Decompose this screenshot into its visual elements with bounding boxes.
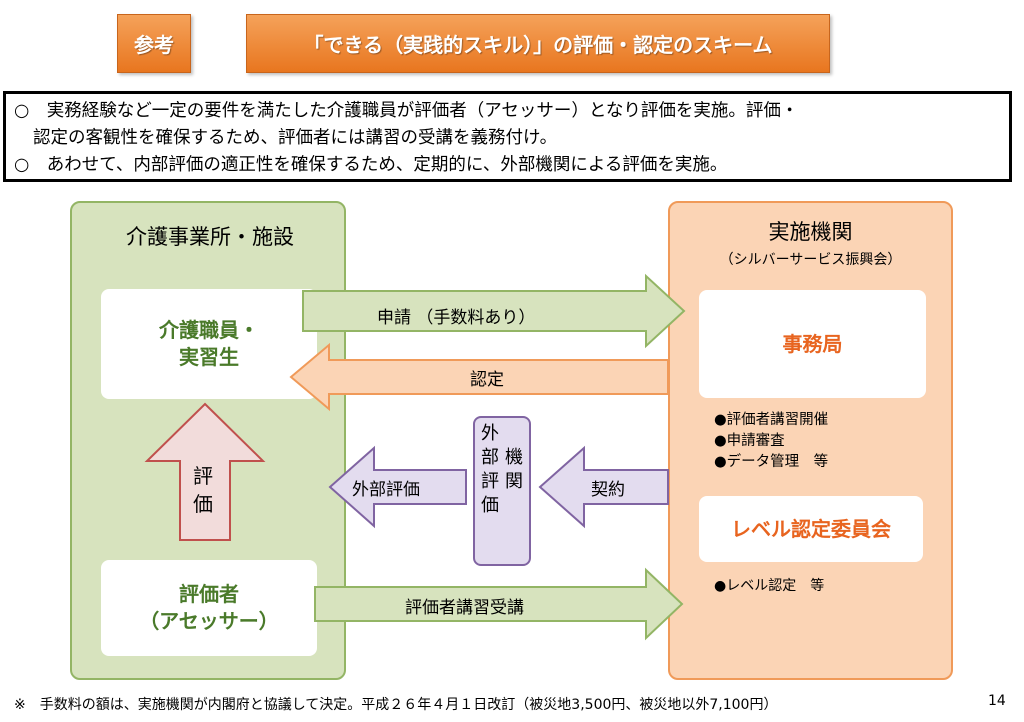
evaluator-label: 評価者 <box>178 582 239 606</box>
implementing-agency-title: 実施機関 <box>768 220 853 244</box>
duty-item: ●申請審査 <box>714 433 785 449</box>
contract-arrow <box>538 445 669 529</box>
vertical-char: 評 <box>193 464 213 488</box>
assessor-label: （アセッサー） <box>139 609 279 633</box>
committee-duties: ●レベル認定 等 <box>714 576 824 597</box>
evaluate-arrow <box>144 402 266 541</box>
care-facility-title: 介護事業所・施設 <box>126 225 294 249</box>
secretariat-box: 事務局 <box>699 290 926 398</box>
vertical-char: 関 <box>505 471 523 492</box>
vertical-char: 価 <box>481 495 499 516</box>
secretariat-duties: ●評価者講習開催 ●申請審査 ●データ管理 等 <box>714 410 828 473</box>
fee-footnote: ※ 手数料の額は、実施機関が内閣府と協議して決定。平成２６年４月１日改訂（被災地… <box>14 697 778 713</box>
evaluate-arrow-label: 評 価 <box>190 462 216 518</box>
duty-item: ●データ管理 等 <box>714 454 829 470</box>
external-eval-arrow <box>328 445 467 529</box>
training-arrow-label: 評価者講習受講 <box>405 598 524 618</box>
vertical-char: 機 <box>505 447 523 468</box>
apply-arrow-label: 申請 （手数料あり） <box>377 308 536 328</box>
secretariat-label: 事務局 <box>782 331 843 356</box>
certify-arrow-label: 認定 <box>470 370 504 390</box>
intro-line: ○ 実務経験など一定の要件を満たした介護職員が評価者（アセッサー）となり評価を実… <box>14 101 799 121</box>
external-evaluator-box: 外 部 評 価 機 関 <box>473 416 531 566</box>
apply-arrow <box>302 273 686 349</box>
implementing-agency-subtitle: （シルバーサービス振興会） <box>719 252 902 268</box>
external-evaluation-column: 外 部 評 価 <box>480 422 500 564</box>
intro-line: 認定の客観性を確保するため、評価者には講習の受講を義務付け。 <box>33 128 558 148</box>
reference-tab: 参考 <box>117 14 191 73</box>
slide-title: 「できる（実践的スキル）」の評価・認定のスキーム <box>246 14 830 73</box>
trainee-label: 実習生 <box>179 345 239 369</box>
duty-item: ●レベル認定 等 <box>714 578 825 594</box>
care-staff-box: 介護職員・ 実習生 <box>101 289 317 399</box>
vertical-char: 価 <box>193 492 213 516</box>
level-committee-label: レベル認定委員会 <box>731 516 891 541</box>
vertical-char: 評 <box>481 471 499 492</box>
level-committee-box: レベル認定委員会 <box>699 496 923 562</box>
intro-line: ○ あわせて、内部評価の適正性を確保するため、定期的に、外部機関による評価を実施… <box>14 155 728 175</box>
implementing-agency-panel: 実施機関 （シルバーサービス振興会） <box>668 201 953 680</box>
contract-arrow-label: 契約 <box>591 480 625 500</box>
vertical-char: 部 <box>481 447 499 468</box>
body-column: 機 関 <box>504 422 524 564</box>
training-arrow <box>314 567 684 641</box>
certify-arrow <box>289 342 669 412</box>
page-number: 14 <box>988 693 1006 709</box>
slide-title-text: 「できる（実践的スキル）」の評価・認定のスキーム <box>303 33 773 57</box>
care-staff-label: 介護職員・ <box>159 318 259 342</box>
duty-item: ●評価者講習開催 <box>714 412 829 428</box>
intro-box: ○ 実務経験など一定の要件を満たした介護職員が評価者（アセッサー）となり評価を実… <box>3 91 1012 182</box>
reference-label: 参考 <box>134 33 174 57</box>
external-eval-arrow-label: 外部評価 <box>352 480 420 500</box>
vertical-char: 外 <box>481 423 499 444</box>
evaluator-box: 評価者 （アセッサー） <box>101 560 317 656</box>
